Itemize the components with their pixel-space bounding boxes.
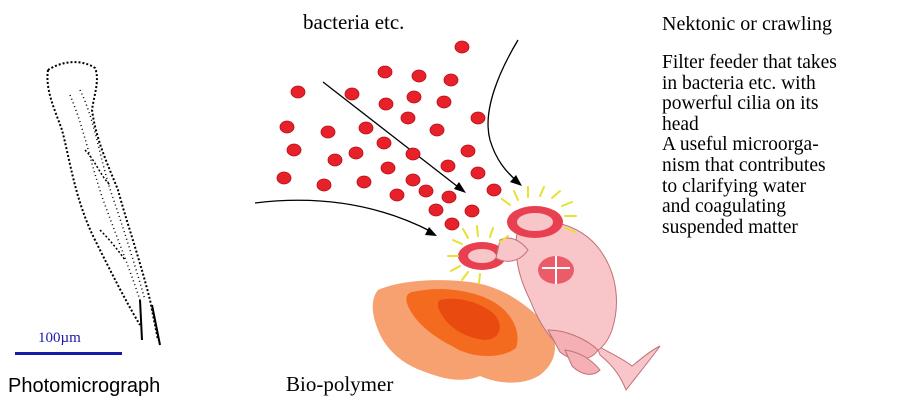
flow-arrow-right bbox=[488, 40, 518, 182]
bacterium bbox=[349, 147, 363, 159]
description-line: head bbox=[662, 115, 837, 136]
flow-arrow-lower-head bbox=[425, 227, 437, 236]
flow-arrow-upper-head bbox=[454, 182, 466, 193]
description-text: Filter feeder that takes in bacteria etc… bbox=[662, 53, 837, 238]
bacterium bbox=[381, 162, 395, 174]
bacterium bbox=[357, 176, 371, 188]
scale-label: 100µm bbox=[38, 330, 81, 347]
bacterium bbox=[377, 137, 391, 149]
bacteria-label: bacteria etc. bbox=[303, 10, 404, 35]
nektonic-label: Nektonic or crawling bbox=[662, 13, 832, 36]
bacterium bbox=[317, 179, 331, 191]
description-line: Filter feeder that takes bbox=[662, 53, 837, 74]
bacterium bbox=[430, 124, 444, 136]
bacterium bbox=[444, 74, 458, 86]
bacterium bbox=[277, 172, 291, 184]
description-line: nism that contributes bbox=[662, 156, 837, 177]
bacterium bbox=[291, 86, 305, 98]
biopolymer-label: Bio-polymer bbox=[286, 372, 393, 397]
bacterium bbox=[471, 112, 485, 124]
bacterium bbox=[328, 154, 342, 166]
bacterium bbox=[321, 126, 335, 138]
description-line: in bacteria etc. with bbox=[662, 74, 837, 95]
bacterium bbox=[379, 98, 393, 110]
bacterium bbox=[429, 204, 443, 216]
description-line: and coagulating bbox=[662, 197, 837, 218]
flow-arrow-lower bbox=[255, 200, 432, 232]
bacterium bbox=[441, 160, 455, 172]
description-line: suspended matter bbox=[662, 218, 837, 239]
bacterium bbox=[455, 41, 469, 53]
description-line: powerful cilia on its bbox=[662, 94, 837, 115]
scale-bar bbox=[15, 352, 122, 355]
bacterium bbox=[406, 174, 420, 186]
bacterium bbox=[461, 145, 475, 157]
bacterium bbox=[465, 205, 479, 217]
photomicrograph-image bbox=[47, 62, 160, 345]
description-line: to clarifying water bbox=[662, 177, 837, 198]
bacterium bbox=[412, 70, 426, 82]
bacterium bbox=[287, 144, 301, 156]
bacterium bbox=[445, 218, 459, 230]
description-line: A useful microorga- bbox=[662, 135, 837, 156]
bacterium bbox=[390, 189, 404, 201]
bacterium bbox=[406, 148, 420, 160]
bacterium bbox=[471, 167, 485, 179]
bacterium bbox=[487, 184, 501, 196]
bacterium bbox=[407, 91, 421, 103]
bacterium bbox=[437, 96, 451, 108]
bacterium bbox=[442, 191, 456, 203]
bacteria-dots bbox=[277, 41, 501, 230]
bacterium bbox=[345, 88, 359, 100]
bacterium bbox=[401, 112, 415, 124]
photomicrograph-label: Photomicrograph bbox=[8, 375, 160, 398]
bacterium bbox=[359, 122, 373, 134]
bacterium bbox=[280, 121, 294, 133]
bacterium bbox=[419, 185, 433, 197]
bacterium bbox=[378, 66, 392, 78]
